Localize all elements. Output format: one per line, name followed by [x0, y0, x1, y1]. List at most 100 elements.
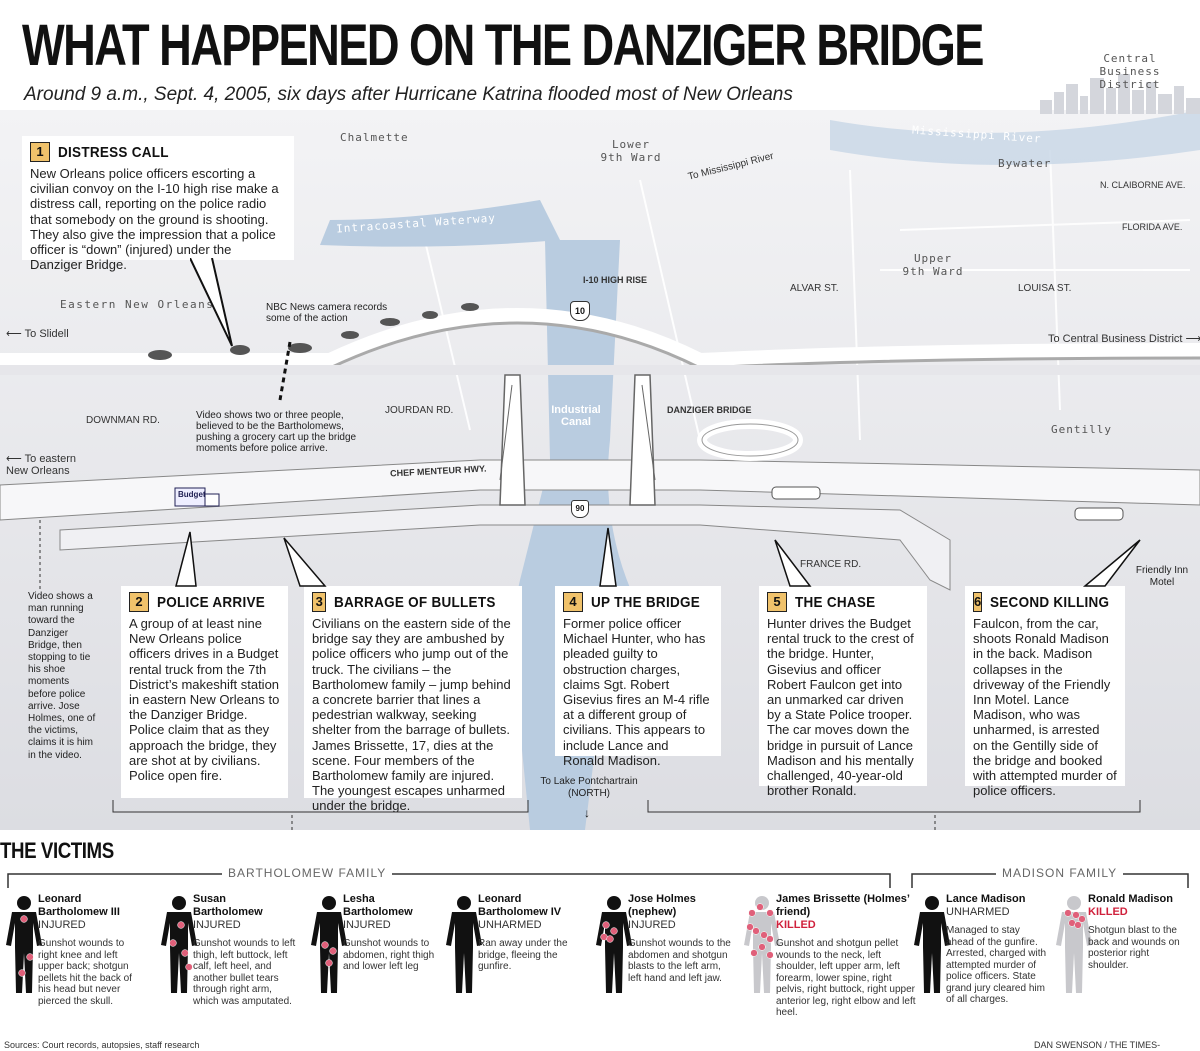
callout-number: 2	[129, 592, 149, 612]
victim-status: INJURED	[193, 919, 241, 931]
victim-figure-icon	[592, 895, 636, 1000]
callout-police-arrive: 2 POLICE ARRIVE A group of at least nine …	[121, 586, 288, 798]
label-upper-9th-ward: Upper 9th Ward	[902, 252, 964, 278]
callout-title: POLICE ARRIVE	[157, 593, 266, 611]
callout-body: New Orleans police officers escorting a …	[30, 166, 279, 273]
callout-body: A group of at least nine New Orleans pol…	[129, 616, 280, 784]
label-to-eastern-new-orleans: ⟵ To eastern New Orleans	[6, 453, 96, 477]
section-brackets	[112, 800, 1141, 813]
arrow-left-icon: ⟵	[6, 453, 25, 465]
victim-name: Leonard Bartholomew III	[38, 893, 120, 918]
victim-status: INJURED	[628, 919, 676, 931]
label-gentilly: Gentilly	[1051, 423, 1112, 436]
label-industrial-canal: Industrial Canal	[551, 404, 601, 428]
victim-name: Susan Bartholomew	[193, 893, 263, 918]
victim-entry: Jose Holmes (nephew)INJURED Gunshot wound…	[628, 893, 732, 984]
page-title: WHAT HAPPENED ON THE DANZIGER BRIDGE	[22, 13, 984, 78]
label-to-lake-pontchartrain: To Lake Pontchartrain (NORTH)	[540, 776, 638, 799]
victim-name: James Brissette (Holmes’ friend)	[776, 893, 910, 918]
callout-body: Civilians on the eastern side of the bri…	[312, 616, 511, 814]
callout-title: BARRAGE OF BULLETS	[334, 593, 497, 611]
callout-number: 4	[563, 592, 583, 612]
nbc-camera-note: NBC News camera records some of the acti…	[266, 302, 388, 324]
victim-status: INJURED	[343, 919, 391, 931]
victim-entry: James Brissette (Holmes’ friend)KILLED Gu…	[776, 893, 916, 1019]
victim-name: Jose Holmes (nephew)	[628, 893, 696, 918]
to-eastern-no-text: To eastern New Orleans	[6, 453, 77, 477]
callout-body: Hunter drives the Budget rental truck to…	[767, 616, 914, 799]
victim-figure-killed-icon	[1052, 895, 1096, 1000]
video-man-note: Video shows a man running toward the Dan…	[28, 591, 96, 761]
victim-figure-icon	[307, 895, 351, 1000]
victim-wounds: Gunshot wounds to right knee and left up…	[38, 938, 132, 1007]
callout-pointers	[175, 527, 1141, 587]
to-slidell-text: To Slidell	[24, 328, 69, 340]
callout-title: DISTRESS CALL	[58, 143, 169, 161]
callout-body: Former police officer Michael Hunter, wh…	[563, 616, 710, 768]
arrow-right-icon: ⟶	[1182, 333, 1200, 345]
label-to-slidell: ⟵ To Slidell	[6, 327, 69, 340]
victim-wounds: Gunshot wounds to the abdomen and shotgu…	[628, 938, 731, 984]
victim-status: KILLED	[1088, 906, 1128, 918]
label-louisa-st: LOUISA ST.	[1018, 283, 1072, 294]
label-jourdan-rd: JOURDAN RD.	[385, 405, 454, 416]
callout-barrage-of-bullets: 3 BARRAGE OF BULLETS Civilians on the eas…	[304, 586, 522, 813]
victim-name: Lance Madison	[946, 893, 1026, 905]
victim-name: Leonard Bartholomew IV	[478, 893, 562, 918]
madison-family-label: MADISON FAMILY	[996, 866, 1124, 880]
label-n-claiborne: N. CLAIBORNE AVE.	[1100, 180, 1186, 190]
callout-body: Faulcon, from the car, shoots Ronald Mad…	[973, 616, 1117, 799]
victim-figure-icon	[442, 895, 486, 1000]
i10-shield-icon: 10	[570, 301, 590, 321]
arrow-down-icon: ↓	[584, 806, 590, 820]
city-skyline	[1040, 74, 1200, 114]
label-eastern-new-orleans: Eastern New Orleans	[60, 298, 215, 311]
callout-distress-call: 1 DISTRESS CALL New Orleans police office…	[22, 136, 294, 272]
label-central-business-district: Central Business District	[1099, 52, 1161, 91]
victim-status: INJURED	[38, 919, 86, 931]
credit-line: DAN SWENSON / THE TIMES-PICAYUNE	[1034, 1040, 1161, 1051]
bartholomew-family-label: BARTHOLOMEW FAMILY	[222, 866, 393, 880]
page-subtitle: Around 9 a.m., Sept. 4, 2005, six days a…	[24, 84, 793, 105]
victim-figure-icon	[910, 895, 954, 1000]
label-lower-9th-ward: Lower 9th Ward	[600, 138, 662, 164]
victim-wounds: Gunshot and shotgun pellet wounds to the…	[776, 938, 916, 1018]
label-chalmette: Chalmette	[340, 131, 409, 144]
label-downman-rd: DOWNMAN RD.	[86, 415, 160, 426]
to-cbd-text: To Central Business District	[1048, 333, 1183, 345]
callout-number: 1	[30, 142, 50, 162]
callout-pointer	[190, 258, 233, 347]
victim-name: Ronald Madison	[1088, 893, 1173, 905]
label-france-rd: FRANCE RD.	[800, 559, 862, 570]
victim-wounds: Managed to stay ahead of the gunfire. Ar…	[946, 925, 1047, 1005]
victims-heading: THE VICTIMS	[0, 838, 114, 863]
victim-figure-icon	[157, 895, 201, 1000]
callout-title: UP THE BRIDGE	[591, 593, 701, 611]
victim-wounds: Ran away under the bridge, fleeing the g…	[478, 938, 568, 972]
victim-status: KILLED	[776, 919, 816, 931]
label-friendly-inn-motel: Friendly Inn Motel	[1135, 565, 1189, 588]
victim-name: Lesha Bartholomew	[343, 893, 413, 918]
label-to-central-business-district: To Central Business District ⟶	[1048, 332, 1200, 345]
us90-shield-icon: 90	[571, 500, 589, 518]
label-danziger-bridge: DANZIGER BRIDGE	[667, 405, 752, 415]
callout-number: 5	[767, 592, 787, 612]
victim-status: UNHARMED	[478, 919, 542, 931]
sources-note: Sources: Court records, autopsies, staff…	[4, 1040, 200, 1050]
callout-number: 3	[312, 592, 327, 612]
budget-truck-label: Budget	[178, 490, 206, 499]
video-note: Video shows two or three people, believe…	[196, 410, 357, 454]
victim-figure-icon	[2, 895, 46, 1000]
victim-figure-killed-icon	[740, 895, 784, 1000]
callout-number: 6	[973, 592, 983, 612]
victim-wounds: Gunshot wounds to abdomen, right thigh a…	[343, 938, 435, 972]
label-i10-high-rise: I-10 HIGH RISE	[583, 275, 648, 285]
callout-up-the-bridge: 4 UP THE BRIDGE Former police officer Mic…	[555, 586, 721, 768]
